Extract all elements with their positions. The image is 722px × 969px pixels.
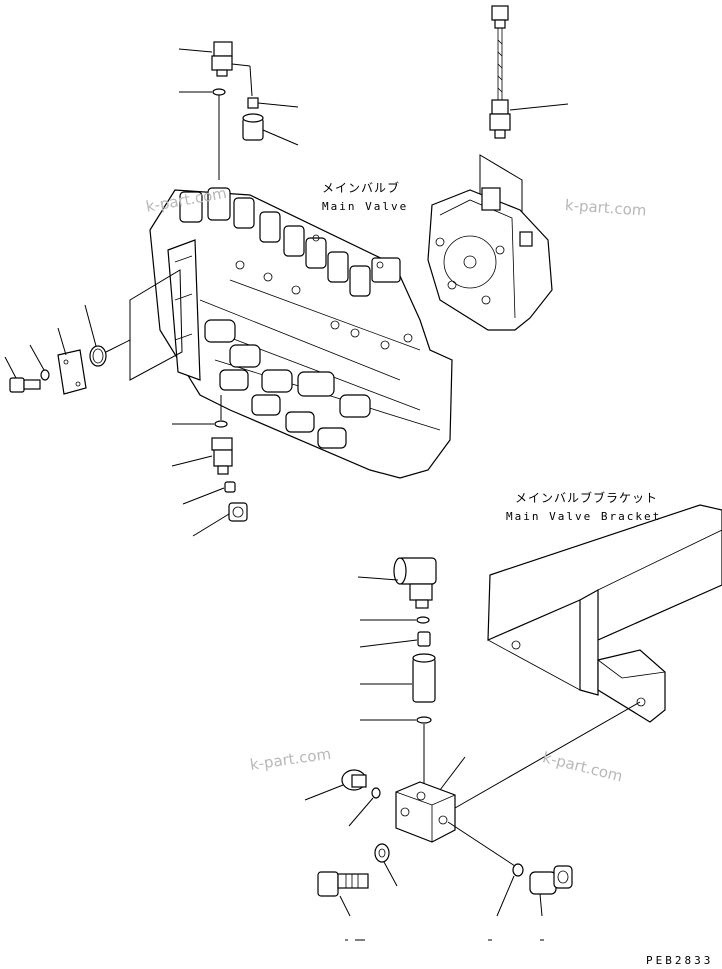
gasket-plane [129,269,183,381]
leader-line [84,304,97,347]
drawing-code: PEB2833 [646,954,714,967]
elbow-fitting-top [393,557,437,609]
leader-line [257,102,299,108]
cover-plate [57,349,87,395]
washer [40,369,50,381]
leader-line [496,875,515,917]
leader-line [171,455,213,467]
cap-nut [242,113,264,141]
leader-line [383,861,398,887]
relief-fitting [211,437,233,475]
bolt [9,377,41,393]
o-ring [416,616,430,624]
leader-line [357,576,399,581]
sensor-cable [497,28,503,100]
leader-line [509,103,569,111]
pressure-sensor-connector [491,5,509,29]
adapter-small [417,631,431,647]
main-valve-body [149,187,453,479]
top-sensor-fitting [211,41,233,77]
leader-line [439,756,466,791]
pressure-sensor [489,99,511,139]
leader-line [4,356,17,379]
main-valve-label-en: Main Valve [322,200,409,213]
leader-line [29,344,45,371]
leader-line [359,639,418,648]
o-ring [212,88,226,96]
bolt-lower [317,871,369,897]
elbow-fitting-bottom [529,865,573,895]
o-ring-small [371,787,381,799]
leader-line [178,48,213,53]
o-ring-small [512,863,524,877]
main-valve-bracket [487,504,722,723]
o-ring [416,716,432,724]
leader-line [339,895,351,917]
cable-braid [497,39,503,93]
junction-block [395,781,456,843]
adapter-coupling [412,653,436,703]
cap-nut-lower [228,502,248,522]
leader-line [57,327,67,356]
small-plug [247,97,259,109]
leader-line [192,513,230,537]
o-ring-large [89,345,107,367]
connector-line [454,701,641,809]
main-valve-end-section [427,187,553,331]
connector-line [105,339,131,353]
washer-lower [374,843,390,863]
leader-line [304,784,344,801]
leader-line [348,797,374,827]
plug-hex [341,769,367,791]
leader-line [262,129,299,146]
main-valve-label-jp: メインバルブ [322,181,401,195]
bracket-label-jp: メインバルブブラケット [515,491,659,505]
connector-line [447,821,519,869]
small-plug-lower [224,481,236,493]
connector-line [231,63,251,67]
bracket-label-en: Main Valve Bracket [506,510,662,523]
leader-line [182,487,225,505]
o-ring [214,420,228,428]
leader-line [539,893,543,917]
connector-line [249,65,253,97]
